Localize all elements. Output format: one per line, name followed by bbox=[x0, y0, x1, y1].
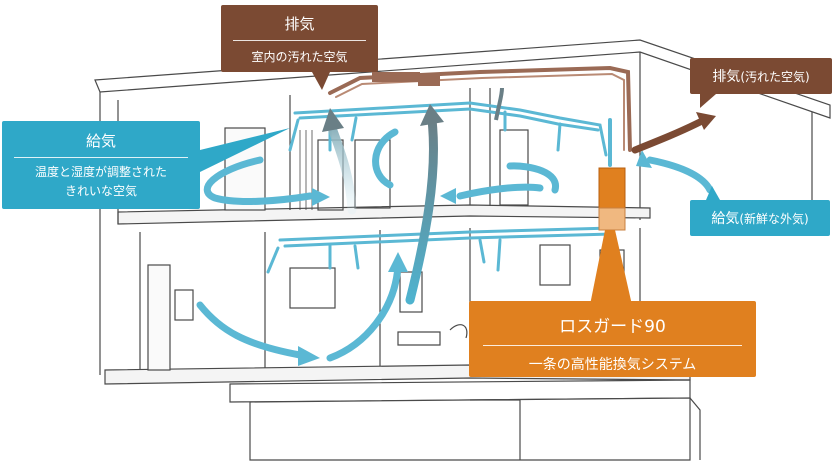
ventilation-unit bbox=[590, 167, 632, 305]
callout-exhaust-indoor: 排気 室内の汚れた空気 bbox=[221, 5, 378, 72]
outdoor-exhaust-arrowhead bbox=[696, 112, 716, 130]
supply-airflow-arrows bbox=[196, 128, 714, 362]
exhaust-arrow-center bbox=[405, 115, 438, 305]
supply-duct bbox=[278, 101, 614, 248]
callout-divider bbox=[14, 157, 188, 158]
callout-description-line1: 温度と湿度が調整された bbox=[34, 165, 167, 179]
callout-exhaust-outdoor: 排気(汚れた空気) bbox=[690, 58, 832, 94]
callout-title: 排気 bbox=[284, 15, 315, 33]
exhaust-duct bbox=[328, 65, 632, 152]
exhaust-arrowhead-left bbox=[322, 108, 344, 132]
exhaust-arrow-right-top bbox=[494, 87, 504, 121]
callout-title: 給気 bbox=[711, 211, 740, 227]
exhaust-arrowhead-center bbox=[420, 104, 444, 126]
callout-note: (汚れた空気) bbox=[740, 69, 810, 84]
callout-divider bbox=[483, 345, 742, 346]
supply-arrow-heads bbox=[298, 150, 652, 366]
callout-title: 給気 bbox=[85, 132, 116, 150]
product-name: ロスガード90 bbox=[559, 317, 666, 337]
callout-supply-outdoor: 給気(新鮮な外気) bbox=[690, 200, 830, 236]
pointer-exhaust-top bbox=[312, 72, 330, 90]
callout-note: (新鮮な外気) bbox=[739, 211, 809, 226]
pointer-exhaust-right bbox=[700, 94, 716, 108]
callout-description: 室内の汚れた空気 bbox=[251, 50, 348, 64]
house-structure bbox=[94, 39, 831, 461]
exhaust-arrow-left bbox=[327, 123, 357, 215]
pointer-supply-left bbox=[200, 128, 290, 172]
callout-product: ロスガード90 一条の高性能換気システム bbox=[469, 301, 756, 377]
outdoor-exhaust-arrow bbox=[631, 118, 704, 154]
callout-description-line2: きれいな空気 bbox=[64, 184, 137, 198]
pointer-supply-right bbox=[706, 186, 720, 200]
callout-title: 排気 bbox=[712, 69, 741, 85]
product-description: 一条の高性能換気システム bbox=[528, 357, 697, 373]
diffuser-arrows bbox=[266, 110, 562, 274]
callout-supply-indoor: 給気 温度と湿度が調整された きれいな空気 bbox=[2, 121, 200, 209]
callout-divider bbox=[233, 40, 366, 41]
